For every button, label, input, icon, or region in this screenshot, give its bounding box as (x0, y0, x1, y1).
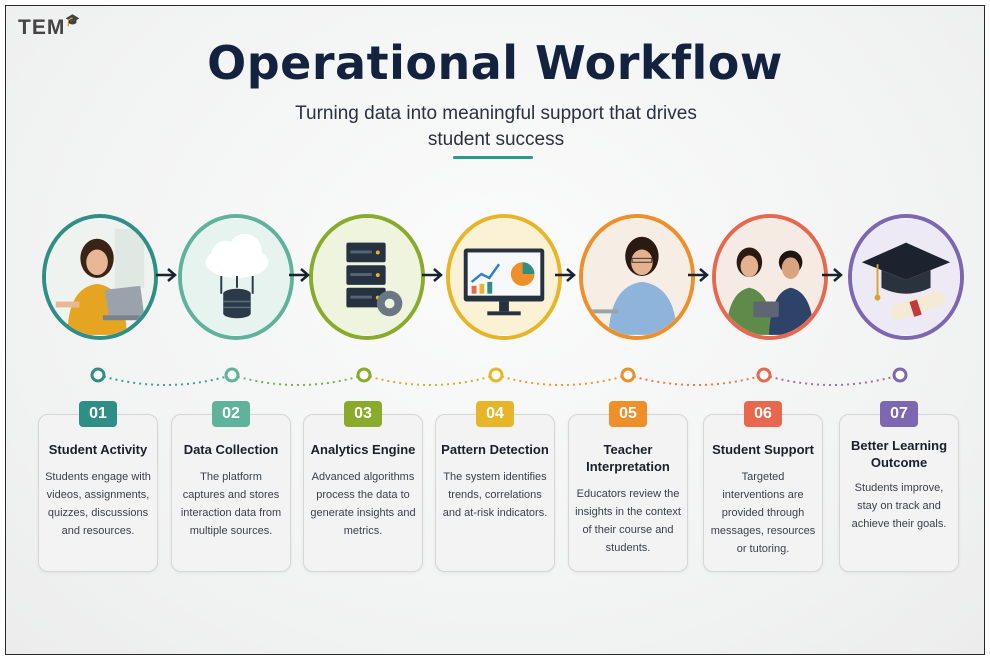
arrow-icon (422, 268, 443, 282)
step-number-badge: 01 (79, 401, 117, 427)
step-title: Analytics Engine (310, 442, 416, 457)
timeline-node (356, 367, 372, 383)
step-2-illustration (178, 214, 294, 340)
step-number-badge: 02 (212, 401, 250, 427)
graduation-cap-icon (852, 219, 960, 335)
step-card-3: Analytics Engine Advanced algorithms pro… (303, 414, 423, 572)
step-description: Students improve, stay on track and achi… (851, 482, 947, 530)
arrow-icon (822, 268, 843, 282)
step-number-badge: 05 (609, 401, 647, 427)
teacher-icon (583, 219, 691, 335)
timeline-node (90, 367, 106, 383)
step-title: Teacher Interpretation (586, 442, 670, 474)
title-underline (453, 156, 533, 159)
server-gear-icon (313, 219, 421, 335)
page-subtitle: Turning data into meaningful support tha… (295, 103, 697, 150)
brand-logo: TEM🎓 (18, 13, 80, 40)
timeline-node (488, 367, 504, 383)
graduation-cap-logo-icon: 🎓 (65, 13, 81, 27)
page-title: Operational Workflow (207, 36, 783, 90)
step-description: Targeted interventions are provided thro… (710, 471, 816, 555)
step-title: Student Activity (48, 442, 148, 457)
step-card-5: Teacher Interpretation Educators review … (568, 414, 688, 572)
timeline-node (620, 367, 636, 383)
step-title: Better Learning Outcome (850, 438, 948, 470)
student-laptop-icon (46, 219, 154, 335)
step-description: The system identifies trends, correlatio… (442, 471, 548, 519)
step-card-6: Student Support Targeted interventions a… (703, 414, 823, 572)
arrow-icon (289, 268, 310, 282)
step-description: Students engage with videos, assignments… (45, 471, 151, 537)
step-description: Educators review the insights in the con… (575, 488, 681, 554)
step-card-1: Student Activity Students engage with vi… (38, 414, 158, 572)
arrow-icon (555, 268, 576, 282)
step-description: Advanced algorithms process the data to … (310, 471, 416, 537)
step-5-illustration (579, 214, 695, 340)
step-description: The platform captures and stores interac… (180, 471, 282, 537)
timeline-node (224, 367, 240, 383)
step-7-illustration (848, 214, 964, 340)
step-card-4: Pattern Detection The system identifies … (435, 414, 555, 572)
logo-text: TEM (18, 16, 66, 39)
timeline-connector (90, 367, 908, 386)
step-number-badge: 04 (476, 401, 514, 427)
step-number-badge: 06 (744, 401, 782, 427)
step-card-2: Data Collection The platform captures an… (171, 414, 291, 572)
step-6-illustration (712, 214, 828, 340)
step-card-7: Better Learning Outcome Students improve… (839, 414, 959, 572)
step-number-badge: 03 (344, 401, 382, 427)
step-number-badge: 07 (880, 401, 918, 427)
infographic-frame: TEM🎓 Operational Workflow Turning data i… (5, 5, 985, 655)
timeline-node (756, 367, 772, 383)
step-1-illustration (42, 214, 158, 340)
tutoring-icon (716, 219, 824, 335)
cloud-database-icon (182, 219, 290, 335)
timeline-node (892, 367, 908, 383)
arrow-icon (156, 268, 177, 282)
arrow-icon (688, 268, 709, 282)
step-title: Pattern Detection (441, 442, 549, 457)
dashboard-monitor-icon (450, 219, 558, 335)
step-3-illustration (309, 214, 425, 340)
step-title: Student Support (712, 442, 814, 457)
step-title: Data Collection (183, 442, 279, 457)
step-4-illustration (446, 214, 562, 340)
